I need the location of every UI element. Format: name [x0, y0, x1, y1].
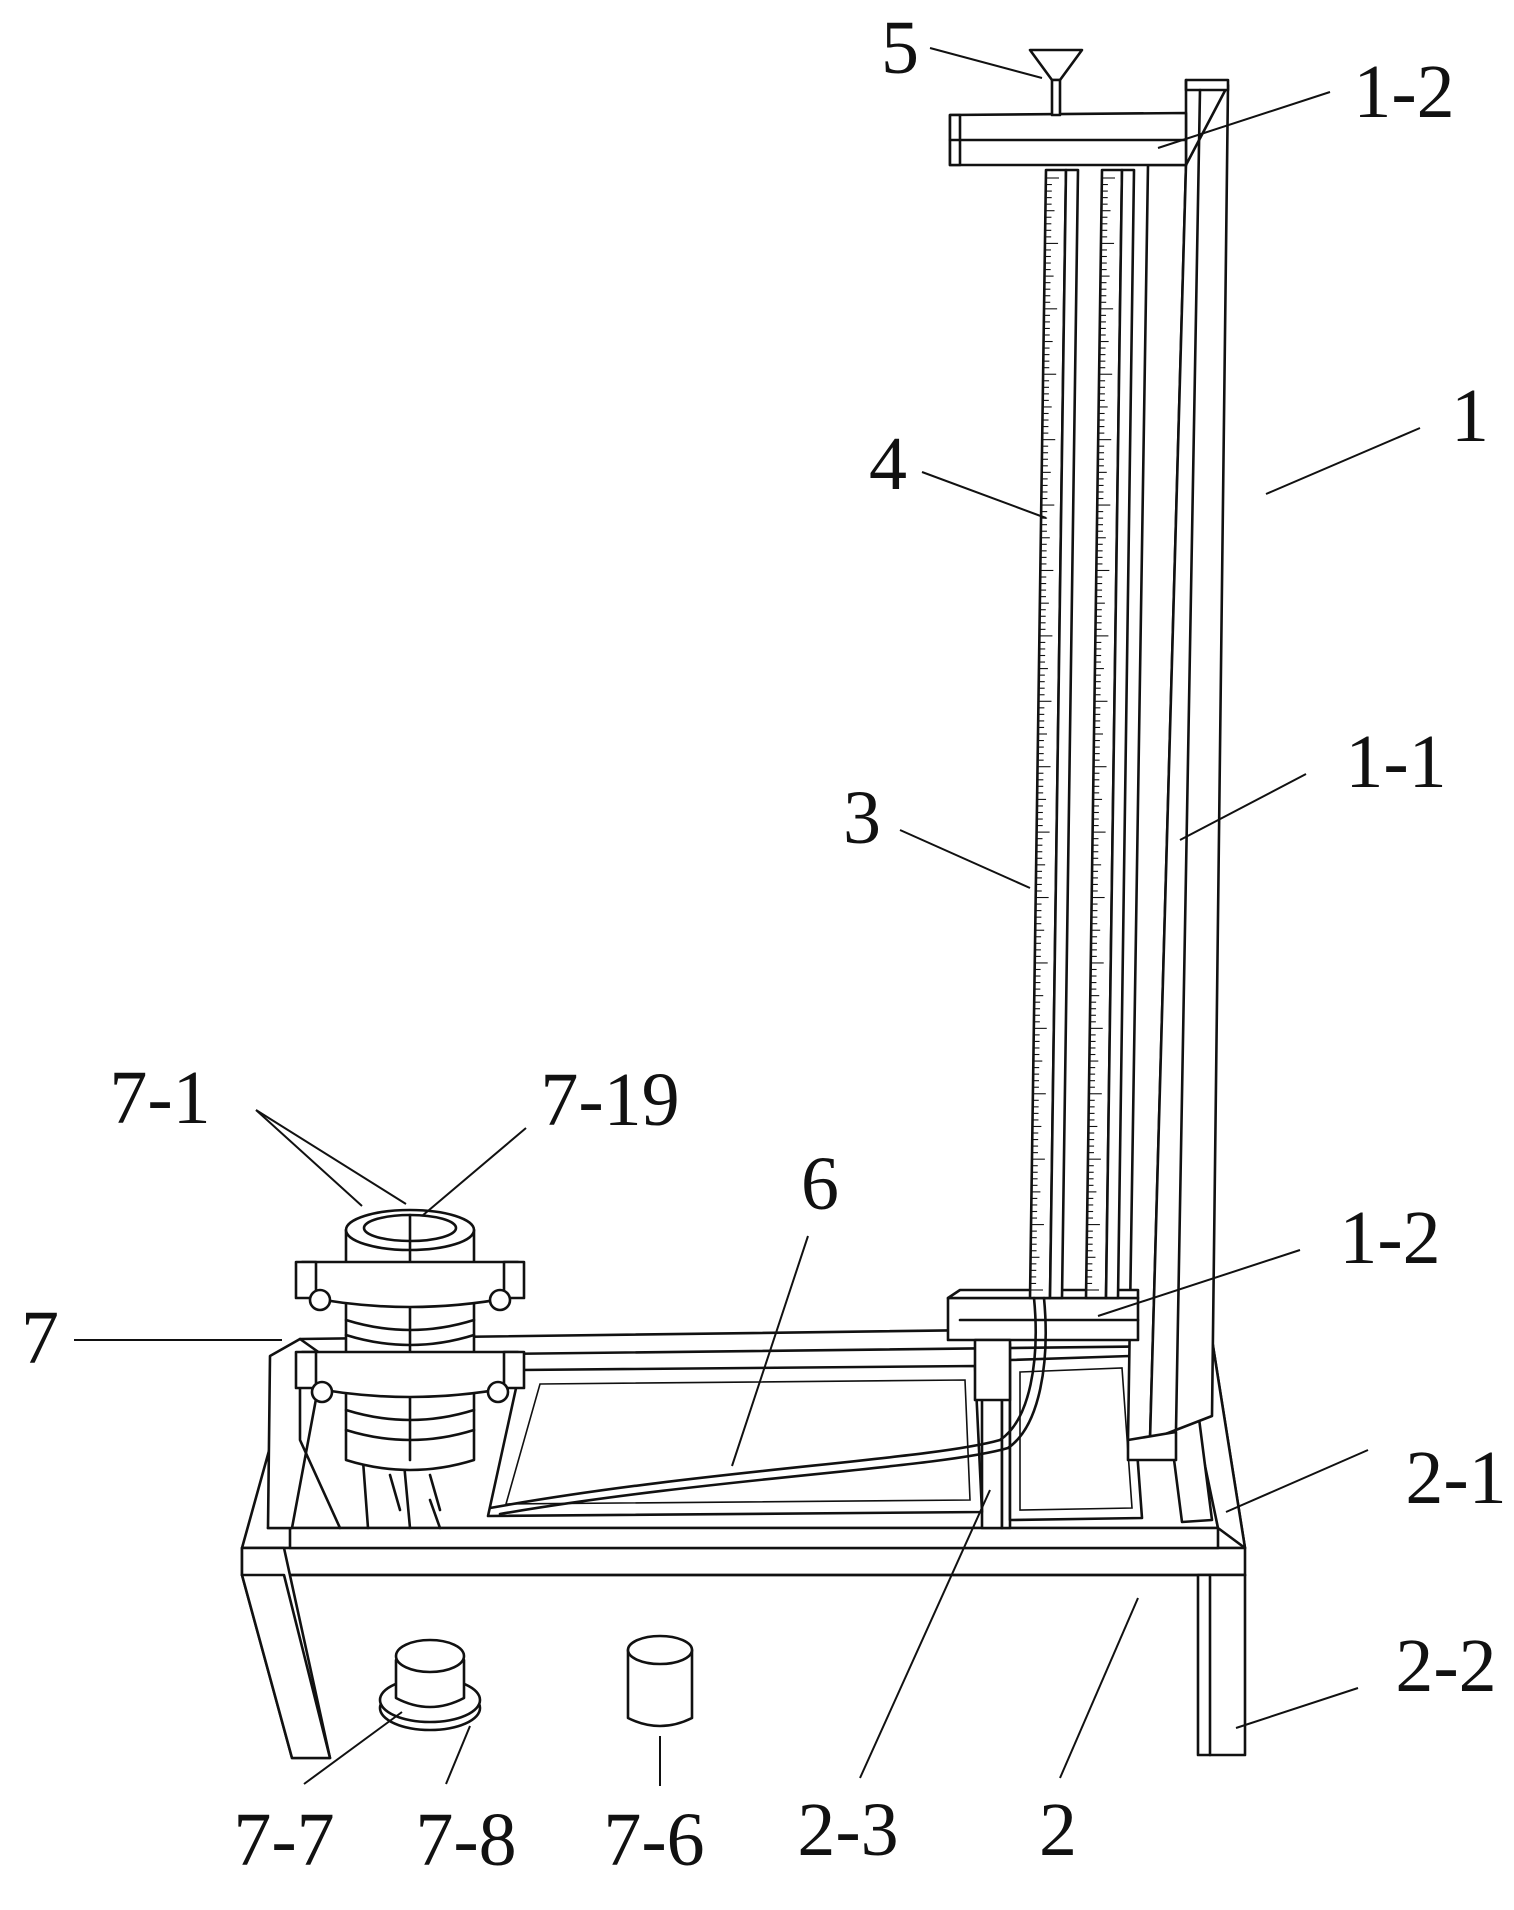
label-7-19: 7-19 — [540, 1062, 679, 1138]
leader-7-1-a — [256, 1110, 362, 1206]
leader-3 — [900, 830, 1030, 888]
label-1-2-top: 1-2 — [1353, 54, 1454, 130]
label-1: 1 — [1451, 378, 1489, 454]
column-top-cap — [1186, 80, 1228, 90]
label-7-7: 7-7 — [233, 1802, 334, 1878]
label-7-6: 7-6 — [603, 1802, 704, 1878]
frame-tray — [488, 1366, 982, 1516]
funnel-stem — [1052, 80, 1060, 115]
leader-7-19 — [422, 1128, 526, 1216]
upper-clamp — [302, 1262, 518, 1307]
leader-2-2 — [1236, 1688, 1358, 1728]
leader-2-1 — [1226, 1450, 1368, 1512]
top-arm — [950, 113, 1186, 165]
frame-inner-beam — [290, 1528, 1218, 1548]
label-2-2: 2-2 — [1395, 1628, 1496, 1704]
bottom-arm-post — [975, 1340, 1010, 1400]
upright-column — [1128, 80, 1228, 1460]
label-2: 2 — [1039, 1792, 1077, 1868]
frame-left-leg-front — [242, 1575, 330, 1758]
leader-2 — [1060, 1598, 1138, 1778]
label-7: 7 — [21, 1300, 59, 1376]
label-3: 3 — [843, 780, 881, 856]
leader-1 — [1266, 428, 1420, 494]
loose-parts — [380, 1636, 692, 1730]
measuring-tubes — [1030, 170, 1134, 1298]
label-5: 5 — [881, 10, 919, 86]
label-7-1: 7-1 — [109, 1060, 210, 1136]
lower-clamp — [302, 1352, 518, 1397]
label-6: 6 — [801, 1146, 839, 1222]
label-4: 4 — [869, 426, 907, 502]
funnel — [1030, 50, 1082, 115]
frame-front-beam — [242, 1548, 1245, 1575]
label-1-2-bottom: 1-2 — [1339, 1200, 1440, 1276]
leader-7-1-b — [256, 1110, 406, 1204]
leader-7-8 — [446, 1726, 470, 1784]
label-7-8: 7-8 — [415, 1802, 516, 1878]
label-2-1: 2-1 — [1405, 1440, 1506, 1516]
funnel-cone — [1030, 50, 1082, 80]
leader-5 — [930, 48, 1042, 78]
leader-4 — [922, 472, 1046, 518]
label-1-1: 1-1 — [1345, 724, 1446, 800]
label-2-3: 2-3 — [797, 1792, 898, 1868]
